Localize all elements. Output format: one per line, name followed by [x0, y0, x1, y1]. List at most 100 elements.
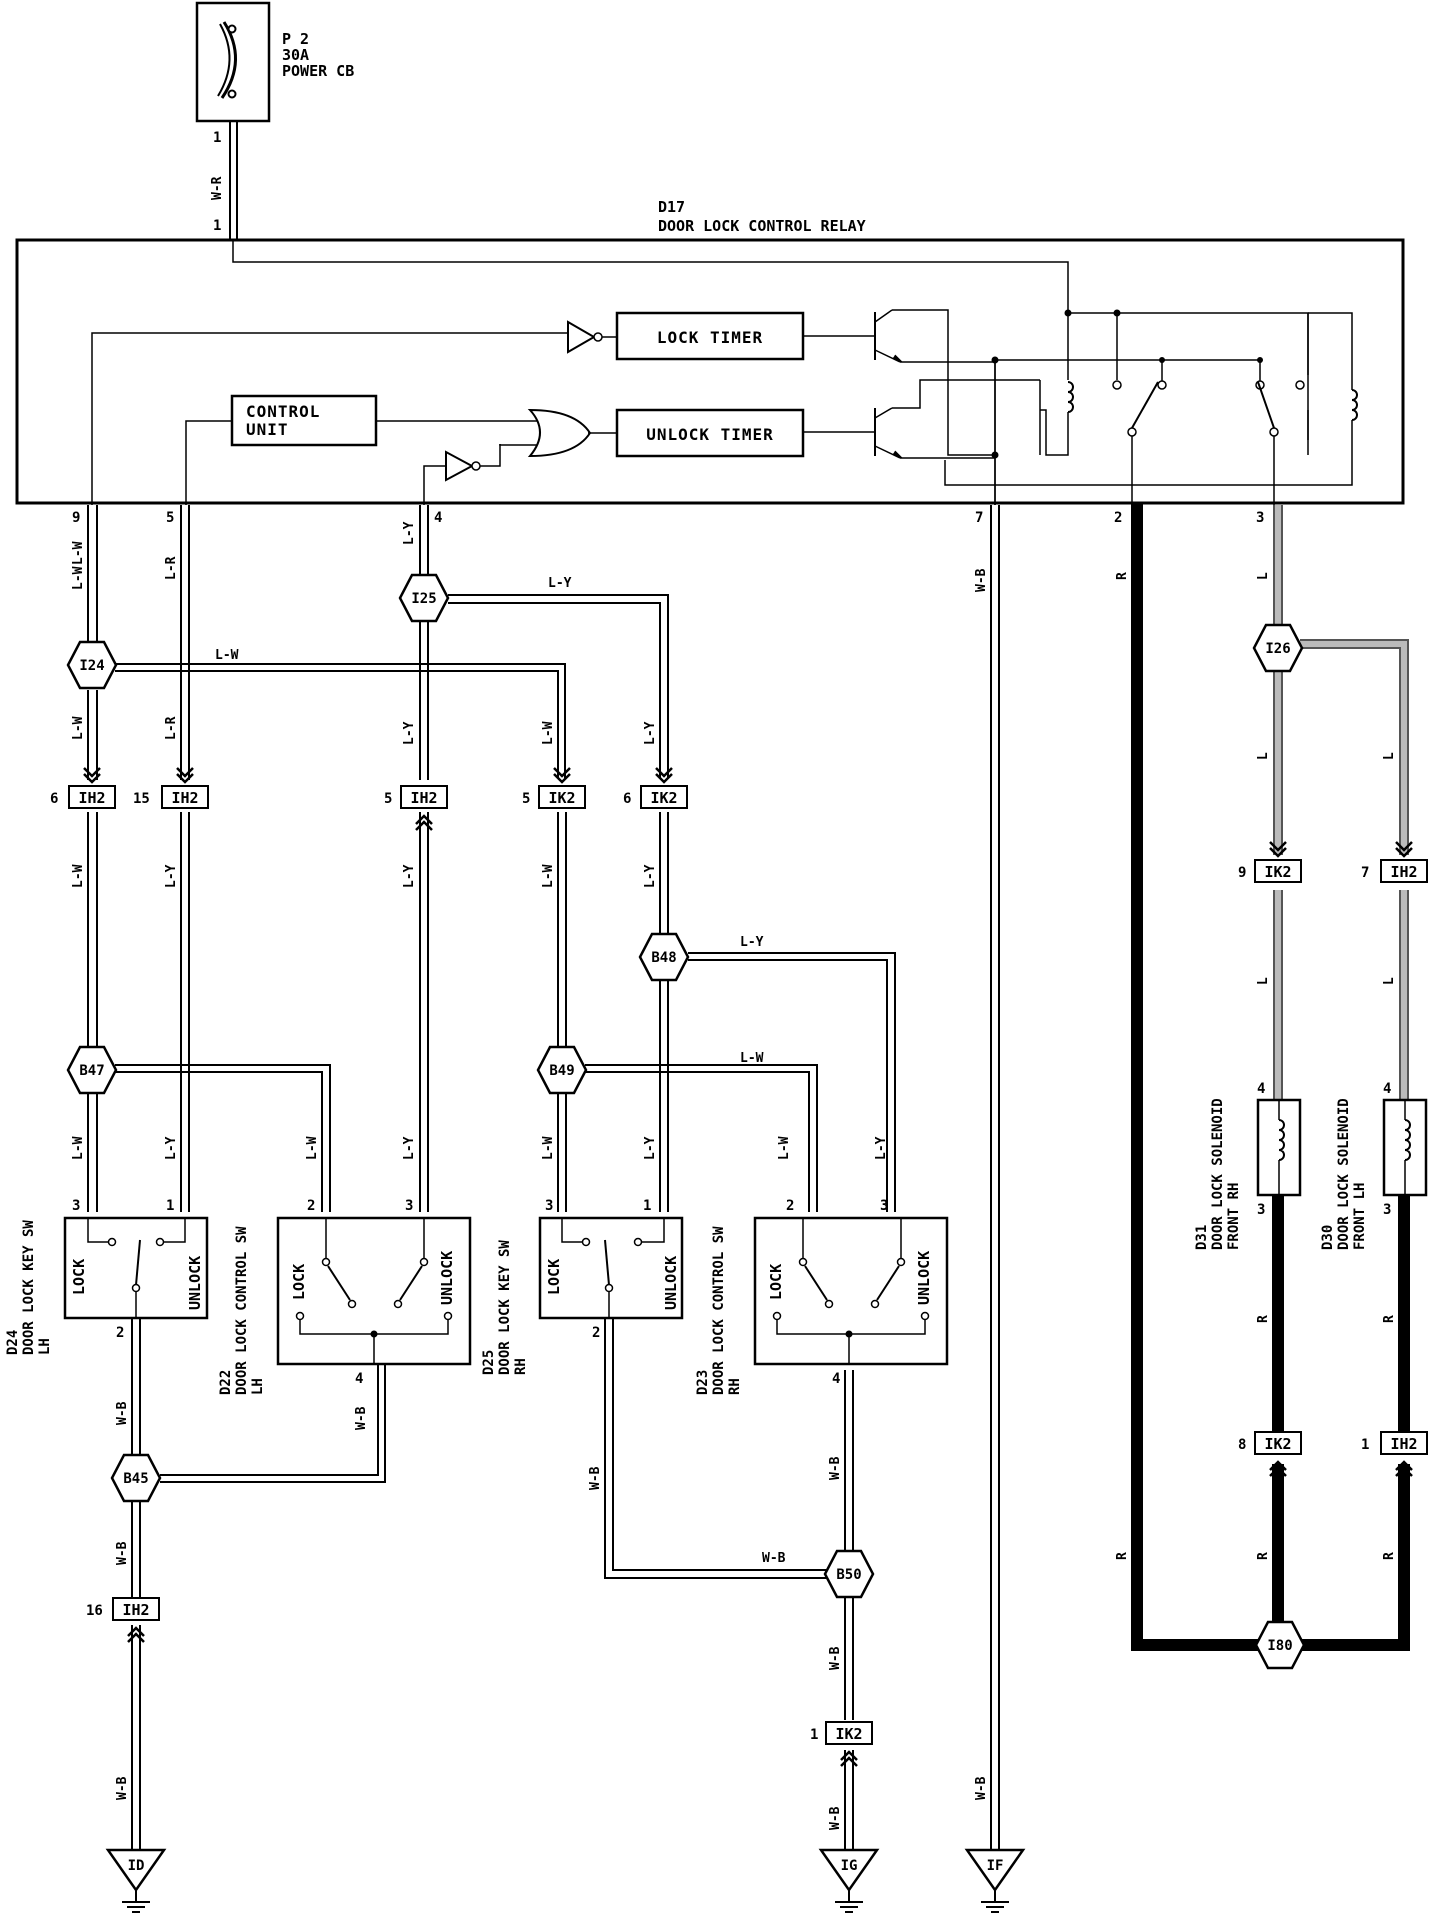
wire-label: L-Y [643, 1136, 658, 1160]
pin-label: 3 [545, 1198, 553, 1214]
connector-ik2-8: IK2 8 [1238, 1431, 1302, 1478]
wire-label: L-W [71, 716, 86, 740]
wire-label: L-Y [402, 521, 417, 545]
junction-b49: B49 [536, 1045, 588, 1095]
wire-label: R [1382, 1552, 1397, 1560]
d17-pin-2: 2 [1114, 510, 1122, 526]
junction-label: B48 [651, 950, 676, 966]
door-lock-control-relay-d17: D17 DOOR LOCK CONTROL RELAY [15, 198, 1405, 526]
wire-label: W-B [115, 1401, 130, 1425]
relay-coil-left-icon [1040, 370, 1074, 456]
junction-label: B49 [549, 1063, 574, 1079]
connector-name: IH2 [1390, 1435, 1417, 1453]
junction-label: I80 [1267, 1638, 1292, 1654]
wire-label: L-W [305, 1136, 320, 1160]
junction-label: B50 [836, 1567, 861, 1583]
wire-label: L-R [164, 556, 179, 580]
wire-labels: L-W L-W L-W L-W L-W L-W L-R L-R L-Y L-Y … [71, 521, 1397, 1830]
wire-label: W-B [974, 568, 989, 592]
connector-ih2-5: IH2 5 [384, 785, 448, 832]
component-desc: DOOR LOCK KEY SW [21, 1220, 37, 1355]
door-lock-key-switch-lh-d24: LOCK UNLOCK 3 1 2 D24 DOOR LOCK KEY SW L… [5, 1198, 209, 1355]
connector-name: IK2 [548, 789, 575, 807]
wire-label: W-B [828, 1806, 843, 1830]
wire-label: L-Y [643, 721, 658, 745]
junction-b47: B47 [66, 1045, 118, 1095]
connector-pin: 5 [522, 791, 530, 807]
d17-pin-7: 7 [975, 510, 983, 526]
component-desc: DOOR LOCK SOLENOID [1210, 1098, 1226, 1250]
component-code: D22 [218, 1370, 234, 1395]
pin-label: 2 [307, 1198, 315, 1214]
connector-name: IK2 [1264, 1435, 1291, 1453]
pin-label: 3 [405, 1198, 413, 1214]
transistor-unlock-icon [874, 379, 1040, 459]
component-desc: DOOR LOCK CONTROL SW [711, 1226, 727, 1395]
connector-name: IK2 [1264, 863, 1291, 881]
wire-label: L-W [541, 721, 556, 745]
wire-label: L [1382, 752, 1397, 760]
junction-b50: B50 [823, 1549, 875, 1599]
connector-ih2-16: IH2 16 [86, 1597, 160, 1644]
pin-label: 3 [880, 1198, 888, 1214]
junction-b48: B48 [638, 932, 690, 982]
junction-i26: I26 [1252, 623, 1304, 673]
wire-label: L-Y [164, 1136, 179, 1160]
lock-label: LOCK [545, 1259, 563, 1295]
junction-label: I26 [1265, 641, 1290, 657]
transistor-lock-icon [874, 309, 995, 456]
p2-rating: 30A [282, 46, 309, 64]
component-desc: DOOR LOCK KEY SW [497, 1240, 513, 1375]
wire-label: L-Y [402, 864, 417, 888]
d17-desc: DOOR LOCK CONTROL RELAY [658, 217, 866, 235]
component-code: D31 [1194, 1225, 1210, 1250]
wire-label: L-W [777, 1136, 792, 1160]
wire-label: L-W [215, 648, 239, 663]
wire-label: L-W [71, 1136, 86, 1160]
wire-label: L-R [164, 716, 179, 740]
wire-label: L-W [541, 864, 556, 888]
p2-pin-top: 1 [213, 130, 221, 146]
d17-pin-3: 3 [1256, 510, 1264, 526]
connector-name: IK2 [835, 1725, 862, 1743]
pin-label: 4 [1257, 1081, 1265, 1097]
not-gate-unlock-icon [423, 444, 501, 505]
wire-label: L-W [740, 1051, 764, 1066]
connector-pin: 16 [86, 1603, 103, 1619]
component-side: RH [513, 1358, 529, 1375]
door-lock-solenoid-front-lh-d30: 4 3 D30 DOOR LOCK SOLENOID FRONT LH [1320, 1081, 1428, 1250]
unlock-label: UNLOCK [662, 1256, 680, 1310]
component-desc: DOOR LOCK CONTROL SW [234, 1226, 250, 1395]
pin-label: 2 [116, 1325, 124, 1341]
d17-pin-9: 9 [72, 510, 80, 526]
connector-pin: 5 [384, 791, 392, 807]
wire-label: L [1256, 977, 1271, 985]
connector-ih2-15: IH2 15 [133, 766, 209, 809]
junction-label: B45 [123, 1471, 148, 1487]
wire-label: L-W [541, 1136, 556, 1160]
wire-label: W-B [828, 1646, 843, 1670]
pin-label: 3 [72, 1198, 80, 1214]
connector-pin: 6 [50, 791, 58, 807]
connector-pin: 1 [810, 1727, 818, 1743]
wire-label: W-B [115, 1776, 130, 1800]
wire-label: W-B [762, 1551, 786, 1566]
unlock-label: UNLOCK [186, 1256, 204, 1310]
pin-label: 4 [355, 1371, 363, 1387]
wire-label: R [1382, 1315, 1397, 1323]
wire-label: W-B [974, 1776, 989, 1800]
connector-name: IH2 [171, 789, 198, 807]
d17-pin-5: 5 [166, 510, 174, 526]
component-code: D23 [695, 1370, 711, 1395]
wire-label: R [1115, 1552, 1130, 1560]
lock-timer-label: LOCK TIMER [657, 328, 763, 347]
ground-label: IF [987, 1858, 1004, 1874]
connector-pin: 7 [1361, 865, 1369, 881]
wire-label: L-Y [740, 935, 764, 950]
ground-label: ID [128, 1858, 145, 1874]
junction-label: I25 [411, 591, 436, 607]
ground-label: IG [841, 1858, 858, 1874]
connector-pin: 8 [1238, 1437, 1246, 1453]
not-gate-lock-icon [91, 320, 617, 505]
unlock-label: UNLOCK [438, 1251, 456, 1305]
